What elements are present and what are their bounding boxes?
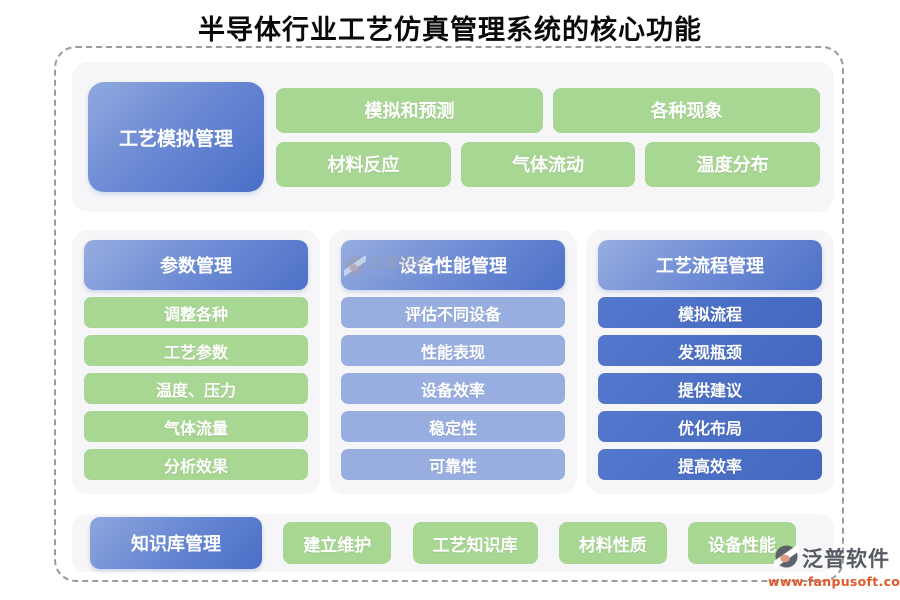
process-simulation-row-1: 模拟和预测 各种现象 [276,87,820,133]
node-adjust-various: 调整各种 [84,297,308,328]
node-equipment-performance-header: 设备性能管理 [341,240,565,290]
node-improve-efficiency: 提高效率 [598,449,822,480]
node-performance-behavior: 性能表现 [341,335,565,366]
fanpu-logo-row: 泛普软件 [768,543,896,573]
node-process-knowledge-base: 工艺知识库 [412,522,538,564]
node-equipment-performance: 设备性能 [688,522,796,564]
node-gas-flow-rate: 气体流量 [84,411,308,442]
node-process-simulation-management: 工艺模拟管理 [88,82,264,192]
node-gas-flow: 气体流动 [460,141,636,187]
node-analyze-effects: 分析效果 [84,449,308,480]
node-find-bottlenecks: 发现瓶颈 [598,335,822,366]
node-equipment-efficiency: 设备效率 [341,373,565,404]
section-equipment-performance: 设备性能管理 评估不同设备 性能表现 设备效率 稳定性 可靠性 [329,230,577,494]
node-establish-maintain: 建立维护 [283,522,392,564]
node-simulate-flow: 模拟流程 [598,297,822,328]
section-knowledge-base: 知识库管理 建立维护 工艺知识库 材料性质 设备性能 [72,514,834,572]
node-temperature-pressure: 温度、压力 [84,373,308,404]
node-material-reaction: 材料反应 [276,141,451,187]
page-title: 半导体行业工艺仿真管理系统的核心功能 [198,15,702,46]
node-material-properties: 材料性质 [558,522,667,564]
dashed-frame: 工艺模拟管理 模拟和预测 各种现象 材料反应 气体流动 温度分布 参数管理 调整… [54,46,844,582]
node-knowledge-base-management: 知识库管理 [90,517,262,569]
node-reliability: 可靠性 [341,449,565,480]
logo-name: 泛普软件 [802,547,890,571]
node-process-flow-header: 工艺流程管理 [598,240,822,290]
fanpu-logo-icon [771,543,802,573]
node-stability: 稳定性 [341,411,565,442]
fanpu-logo: 泛普软件 www.fanpusoft.com [768,543,900,589]
node-evaluate-equipment: 评估不同设备 [341,297,565,328]
node-simulation-prediction: 模拟和预测 [276,87,543,133]
node-provide-suggestions: 提供建议 [598,373,822,404]
section-process-simulation: 工艺模拟管理 模拟和预测 各种现象 材料反应 气体流动 温度分布 [72,62,834,212]
node-parameter-management-header: 参数管理 [84,240,308,290]
logo-url: www.fanpusoft.com [768,574,900,589]
section-parameter-management: 参数管理 调整各种 工艺参数 温度、压力 气体流量 分析效果 [72,230,320,494]
node-process-parameters: 工艺参数 [84,335,308,366]
node-optimize-layout: 优化布局 [598,411,822,442]
node-temperature-distribution: 温度分布 [645,141,821,187]
process-simulation-row-2: 材料反应 气体流动 温度分布 [276,141,821,187]
section-process-flow: 工艺流程管理 模拟流程 发现瓶颈 提供建议 优化布局 提高效率 [586,230,834,494]
process-simulation-items: 模拟和预测 各种现象 材料反应 气体流动 温度分布 [276,87,821,187]
node-various-phenomena: 各种现象 [553,87,820,133]
